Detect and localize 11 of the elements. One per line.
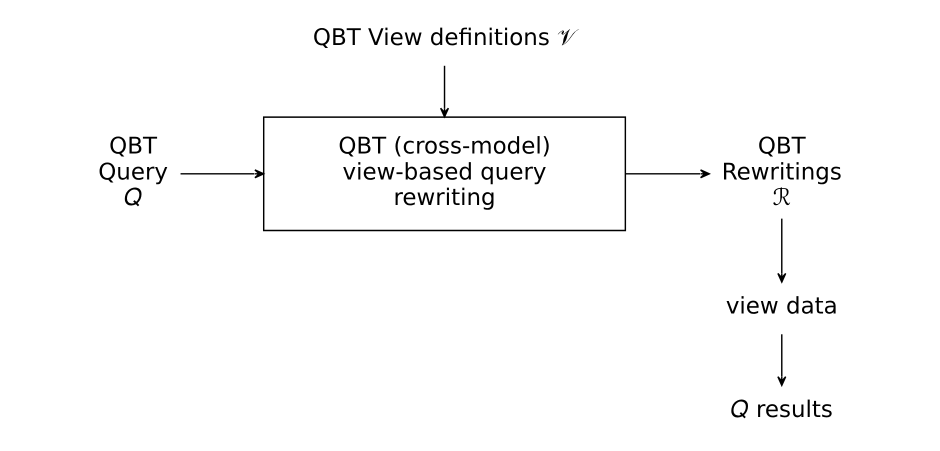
arrow xyxy=(777,218,786,283)
arrow xyxy=(440,66,450,118)
node-text: QBT View definitions 𝒱 xyxy=(312,25,576,52)
arrow xyxy=(777,334,786,386)
node-text: view data xyxy=(726,293,838,320)
arrow xyxy=(626,169,710,178)
node-text: QBT Query 𝑄 xyxy=(98,133,168,212)
node-text: QBT Rewritings ℛ xyxy=(722,133,842,212)
node-text: 𝑄 results xyxy=(730,396,833,423)
arrow xyxy=(180,169,264,178)
node-box: QBT (cross-model) view-based query rewriting xyxy=(262,116,626,232)
